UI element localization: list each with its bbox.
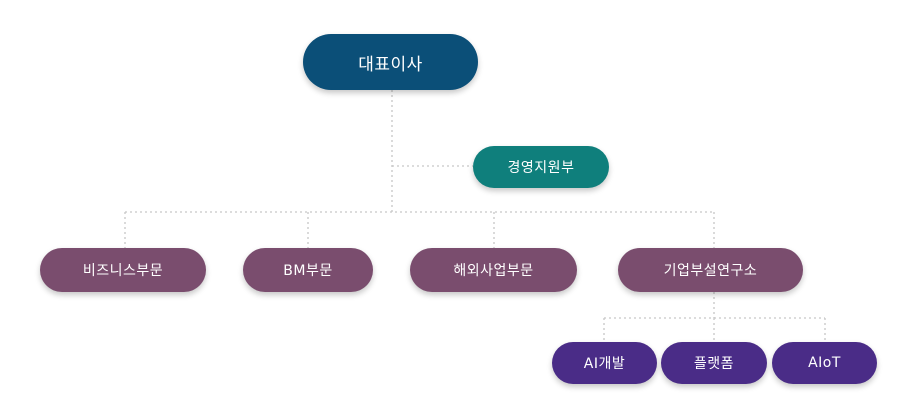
connector-lines [124, 90, 826, 342]
node-ceo[interactable]: 대표이사 [303, 34, 478, 90]
node-aiot[interactable]: AIoT [772, 342, 877, 384]
node-research-institute[interactable]: 기업부설연구소 [618, 248, 803, 292]
node-bm-division[interactable]: BM부문 [243, 248, 373, 292]
node-management-support[interactable]: 경영지원부 [473, 146, 609, 188]
node-business-division[interactable]: 비즈니스부문 [40, 248, 206, 292]
node-platform[interactable]: 플랫폼 [661, 342, 767, 384]
node-overseas-division[interactable]: 해외사업부문 [410, 248, 577, 292]
node-ai-development[interactable]: AI개발 [552, 342, 657, 384]
